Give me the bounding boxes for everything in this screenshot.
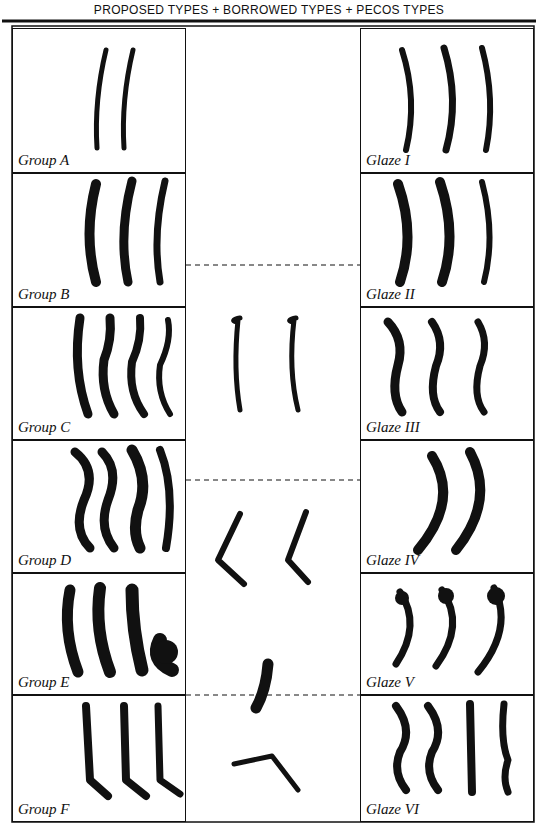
type-cell: Group B [12,173,186,307]
type-cell: Glaze I [360,28,534,173]
type-label: Group F [18,801,70,818]
type-cell: Glaze VI [360,695,534,822]
type-cell: Glaze III [360,307,534,440]
outer-frame [12,26,534,822]
type-label: Group A [18,152,69,169]
type-label: Glaze VI [366,801,419,818]
type-label: Group C [18,419,70,436]
type-label: Group B [18,286,70,303]
type-label: Glaze I [366,152,410,169]
type-label: Glaze V [366,674,414,691]
dashed-dividers [186,265,360,695]
type-cell: Glaze V [360,573,534,695]
type-cell: Group D [12,440,186,573]
frame [2,21,536,822]
type-label: Glaze II [366,286,415,303]
type-cell: Group A [12,28,186,173]
type-cell: Group F [12,695,186,822]
type-label: Group E [18,674,70,691]
header-rule [2,20,536,23]
type-label: Glaze IV [366,552,419,569]
type-cell: Group E [12,573,186,695]
type-label: Group D [18,552,71,569]
type-cell: Glaze IV [360,440,534,573]
profiles [67,48,508,796]
type-cell: Group C [12,307,186,440]
type-cell: Glaze II [360,173,534,307]
table-heading: PROPOSED TYPES + BORROWED TYPES + PECOS … [0,3,538,17]
type-label: Glaze III [366,419,420,436]
